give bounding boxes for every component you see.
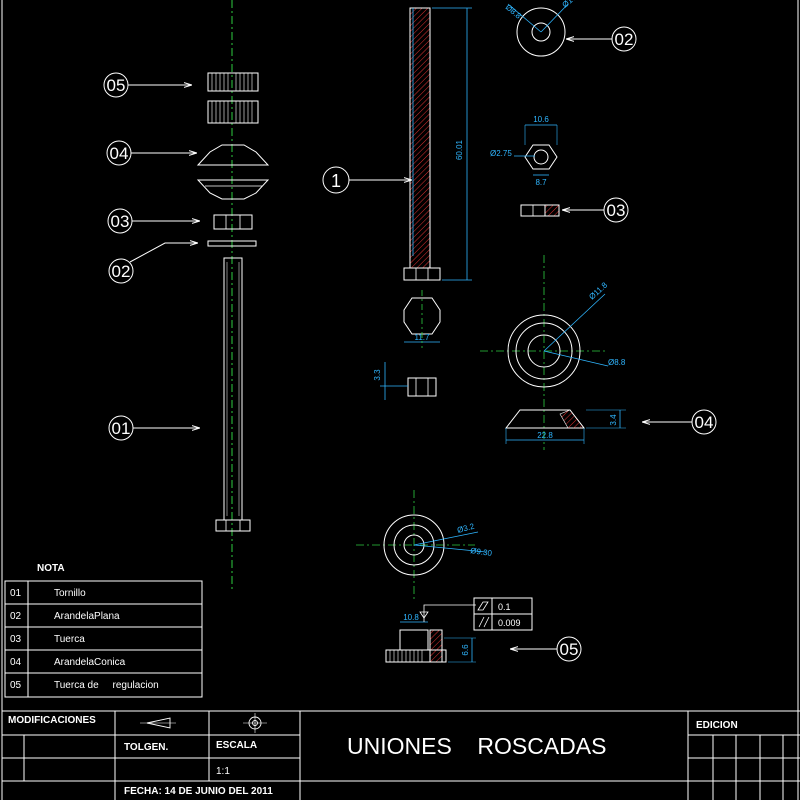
tolerance-flatness-value: 0.1: [498, 602, 511, 612]
part-05-bottom: [207, 100, 259, 124]
washer-detail: Ø8.8 Ø17.02: [504, 0, 587, 57]
nota-table: NOTA 01 Tornillo 02 ArandelaPlana 03 Tue…: [4, 563, 203, 698]
svg-text:05: 05: [560, 640, 579, 659]
dim-reg-height: 6.6: [461, 644, 470, 656]
balloon-02-right: 02: [566, 26, 637, 52]
dim-nut-width: 10.6: [533, 115, 549, 124]
nota-row: 02 ArandelaPlana: [10, 611, 120, 622]
dim-nut-height: 8.7: [535, 178, 547, 187]
bolt-detail: 60.01: [403, 7, 472, 281]
balloon-05-left: 05: [103, 72, 192, 98]
drawing-title: UNIONES ROSCADAS: [347, 733, 606, 759]
nut-detail: 10.6 Ø2.75 8.7: [490, 115, 560, 217]
part-02-washer: [207, 240, 257, 247]
projection-symbol-icon: [243, 713, 267, 733]
svg-text:03: 03: [111, 212, 130, 231]
regulation-nut-detail: Ø3.2 Ø9.30 10.8 6.6 0.1 0.009: [356, 490, 533, 663]
dim-reg-outer: Ø9.30: [470, 546, 493, 558]
dim-washer-outer: Ø17.02: [561, 0, 587, 10]
first-angle-projection-icon: [140, 717, 176, 729]
nota-row: 03 Tuerca: [10, 634, 85, 645]
part-03-nut: [213, 214, 253, 230]
svg-text:03: 03: [607, 201, 626, 220]
dim-cone-outer: Ø11.8: [587, 280, 609, 301]
svg-text:02: 02: [112, 262, 131, 281]
balloon-04-left: 04: [106, 140, 197, 166]
flatness-symbol-icon: [477, 601, 489, 611]
dim-nut-hex: Ø2.75: [490, 149, 512, 158]
edicion-label: EDICION: [696, 720, 738, 731]
svg-text:05: 05: [107, 76, 126, 95]
svg-text:02: 02: [10, 611, 22, 622]
svg-text:04: 04: [110, 144, 129, 163]
dim-cone-inner: Ø8.8: [608, 358, 626, 367]
dim-bolt-length: 60.01: [455, 139, 464, 160]
nota-row: 05 Tuerca de regulacion: [10, 680, 159, 691]
nota-title: NOTA: [37, 563, 65, 574]
svg-text:02: 02: [615, 30, 634, 49]
fecha-label: FECHA: 14 DE JUNIO DEL 2011: [124, 786, 273, 797]
balloon-01-left: 01: [108, 415, 200, 441]
dim-washer-inner: Ø8.8: [504, 3, 523, 21]
balloon-02-left: 02: [108, 243, 198, 284]
balloon-05-right: 05: [510, 636, 582, 662]
dim-cone-width: 22.8: [537, 431, 553, 440]
svg-text:Tuerca de regulacion: Tuerca de regulacion: [54, 680, 159, 691]
nota-row: 04 ArandelaConica: [10, 657, 126, 668]
part-01-bolt-head: [215, 519, 251, 532]
bolt-head-detail: 11.7 3.3: [373, 290, 441, 400]
tolerance-parallel-value: 0.009: [498, 618, 521, 628]
part-04-bottom: [196, 179, 270, 200]
escala-label: ESCALA: [216, 740, 257, 751]
parallelism-symbol-icon: [478, 616, 490, 628]
part-04-top: [196, 144, 270, 166]
dim-head-height: 3.3: [373, 369, 382, 381]
svg-text:05: 05: [10, 680, 22, 691]
escala-value: 1:1: [216, 766, 230, 777]
svg-text:ArandelaPlana: ArandelaPlana: [54, 611, 120, 622]
svg-text:03: 03: [10, 634, 22, 645]
dim-cone-height: 3.4: [609, 414, 618, 426]
part-05-top: [207, 72, 259, 92]
modificaciones-label: MODIFICACIONES: [8, 715, 96, 726]
dim-reg-inner: Ø3.2: [456, 522, 476, 535]
conical-washer-detail: Ø11.8 Ø8.8 22.8 3.4: [480, 255, 626, 450]
svg-text:04: 04: [695, 413, 714, 432]
part-01-bolt-shank: [223, 257, 243, 521]
dim-reg-width: 10.8: [403, 613, 419, 622]
balloon-03-right: 03: [562, 197, 629, 223]
svg-text:ArandelaConica: ArandelaConica: [54, 657, 126, 668]
title-block: MODIFICACIONES TOLGEN. ESCALA 1:1 UNIONE…: [2, 710, 800, 800]
exploded-assembly: [196, 0, 270, 590]
svg-text:Tornillo: Tornillo: [54, 588, 86, 599]
svg-text:04: 04: [10, 657, 22, 668]
tolgen-label: TOLGEN.: [124, 742, 168, 753]
svg-text:01: 01: [112, 419, 131, 438]
svg-text:1: 1: [331, 171, 341, 191]
nota-row: 01 Tornillo: [10, 588, 86, 599]
balloon-1: 1: [322, 166, 412, 194]
balloon-03-left: 03: [107, 208, 200, 234]
svg-text:01: 01: [10, 588, 22, 599]
balloon-04-right: 04: [642, 409, 717, 435]
svg-text:Tuerca: Tuerca: [54, 634, 85, 645]
